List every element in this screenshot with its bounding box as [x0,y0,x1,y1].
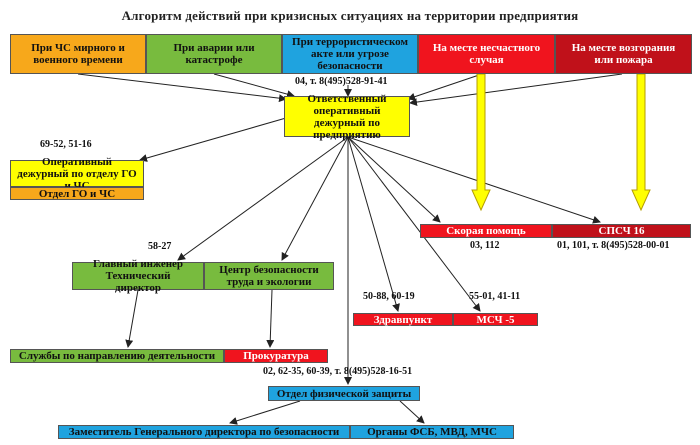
arrow-center-to-safety [281,136,349,261]
box-physical-protection: Отдел физической защиты [268,386,420,401]
diagram-title: Алгоритм действий при кризисных ситуация… [121,8,579,23]
arrow-center-to-ambulance [347,136,441,223]
arrow-accident-to-center [213,73,295,99]
box-go-duty: Оперативный дежурный по отделу ГО и ЧС [10,156,144,192]
box-services: Службы по направлению деятельности [10,349,224,363]
arrow-engineer-to-services [125,289,139,348]
yellow-arrow-incident [471,73,491,212]
box-center-duty: Ответственный оперативный дежурный по пр… [284,93,410,141]
box-deputy-director: Заместитель Генерального директора по бе… [58,425,350,439]
arrow-peace-to-center [77,73,287,103]
center-phone: 04, т. 8(495)528-91-41 [295,76,388,87]
arrow-center-to-health [347,136,400,312]
ambulance-phone: 03, 112 [470,240,500,251]
box-accident: При аварии или катастрофе [146,34,282,74]
box-organs: Органы ФСБ, МВД, МЧС [350,425,514,439]
arrow-center-to-spsch [347,136,601,224]
engineer-phone: 58-27 [148,241,172,252]
box-incident: На месте несчастного случая [418,34,555,74]
box-spsch: СПСЧ 16 [552,224,691,238]
box-go-dept: Отдел ГО и ЧС [10,187,144,200]
arrow-fire-to-center [409,73,623,107]
box-safety-center: Центр безопасности труда и экологии [204,262,334,290]
arrow-incident-to-center [407,73,483,101]
arrow-physical-to-deputy [229,400,301,425]
box-peace-war: При ЧС мирного и военного времени [10,34,146,74]
msch-phone: 55-01, 41-11 [469,291,521,302]
yellow-arrow-fire [631,73,651,212]
box-prosecutor: Прокуратура [224,349,328,363]
arrow-center-to-go [139,117,287,162]
arrow-safety-to-prosecutor [266,289,275,348]
arrow-physical-to-organs [399,400,425,424]
box-engineer: Главный инженер Технический директор [72,258,204,294]
physical-phone: 02, 62-35, 60-39, т. 8(495)528-16-51 [263,366,413,377]
box-ambulance: Скорая помощь [420,224,552,238]
box-msch: МСЧ -5 [453,313,538,326]
health-phone: 50-88, 60-19 [363,291,415,302]
go-phone: 69-52, 51-16 [40,139,92,150]
box-health: Здравпункт [353,313,453,326]
box-fire: На месте возгорания или пожара [555,34,692,74]
arrow-center-to-msch [347,136,481,312]
box-terror: При террористическом акте или угрозе без… [282,34,418,74]
spsch-phone: 01, 101, т. 8(495)528-00-01 [557,240,670,251]
arrow-center-to-engineer [177,136,349,261]
